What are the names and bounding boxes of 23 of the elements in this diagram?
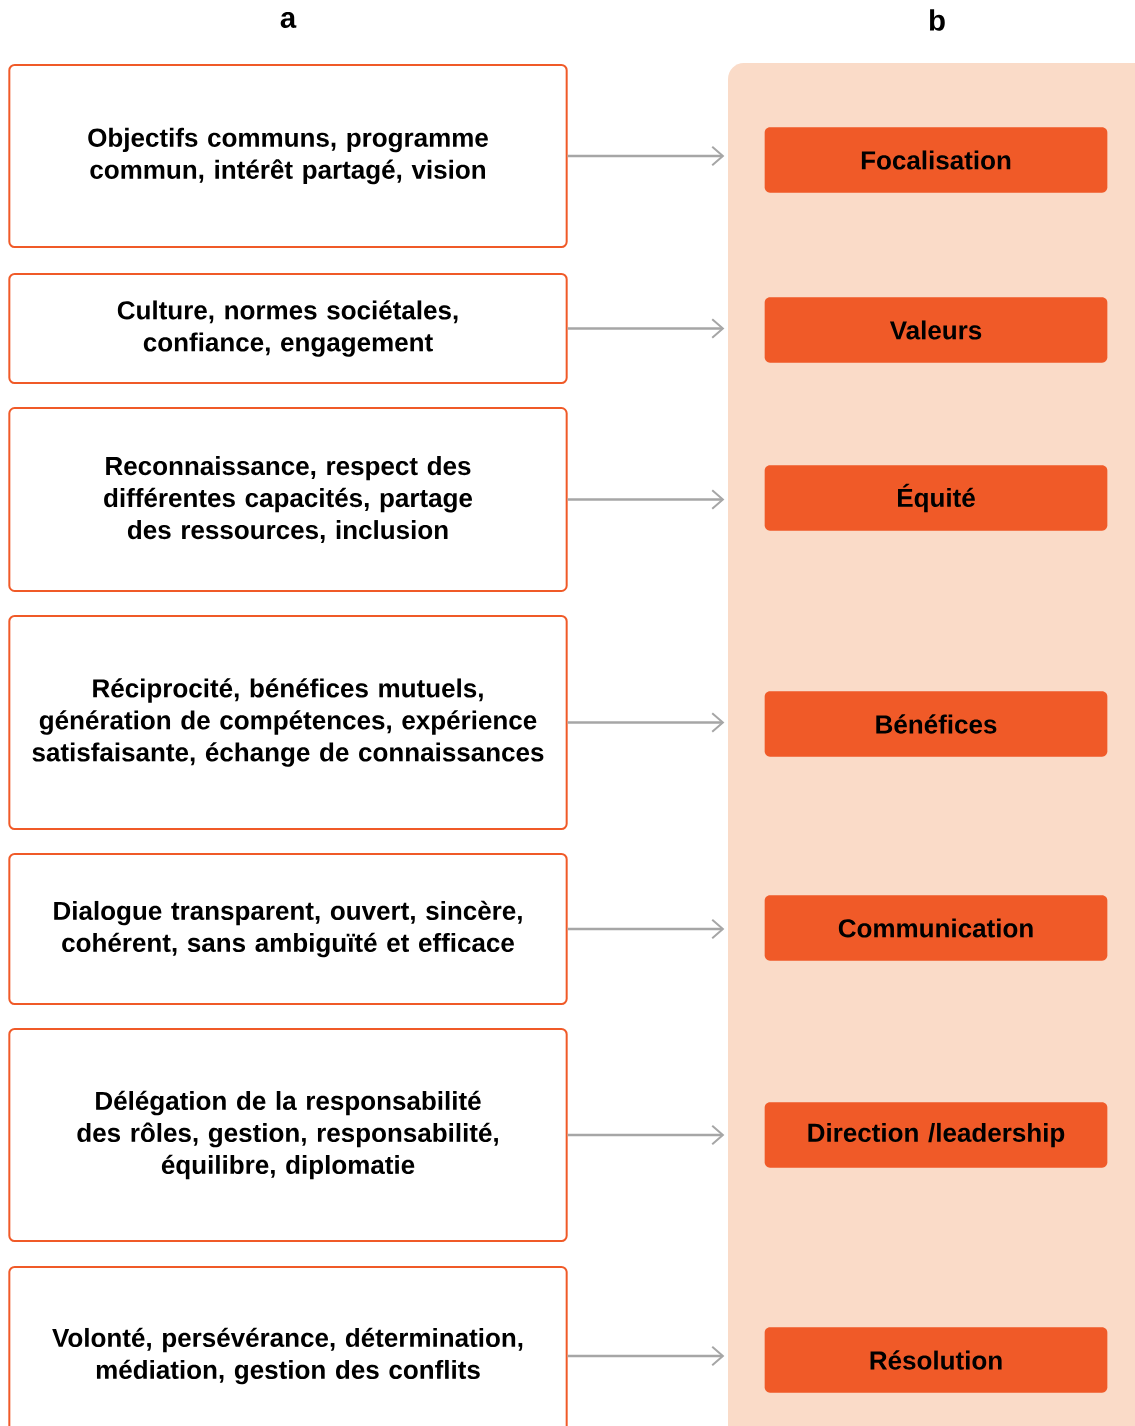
arrow bbox=[567, 712, 725, 733]
label-box: Résolution bbox=[764, 1327, 1108, 1393]
text-box: Volonté, persévérance, détermination, médiation, gestion des conflits bbox=[8, 1266, 568, 1426]
label-box: Direction /leadership bbox=[764, 1102, 1108, 1168]
label-box: Valeurs bbox=[764, 297, 1108, 363]
text-box: Objectifs communs, programme commun, intérêt partagé, vision bbox=[8, 64, 568, 248]
column-label: b bbox=[930, 9, 945, 31]
arrow bbox=[567, 318, 725, 339]
label-box: Focalisation bbox=[764, 127, 1108, 193]
text-box: Dialogue transparent, ouvert, sincère, cohérent, sans ambiguïté et efficace bbox=[8, 853, 568, 1005]
text-box: Délégation de la responsabilité des rôles, gestion, responsabilité, équilibre, diplomatie bbox=[8, 1028, 568, 1242]
text-box: Réciprocité, bénéfices mutuels, génération de compétences, expérience satisfaisante, échange de connaissances bbox=[8, 614, 568, 831]
arrow bbox=[567, 918, 725, 940]
text-box: Reconnaissance, respect des différentes capacités, partage des ressources, inclusion bbox=[8, 407, 568, 592]
label-box: Bénéfices bbox=[764, 691, 1108, 757]
arrow bbox=[567, 1345, 725, 1367]
arrow bbox=[567, 145, 725, 167]
label-box: Équité bbox=[764, 465, 1108, 531]
column-label: a bbox=[280, 11, 297, 29]
arrow bbox=[567, 1124, 725, 1146]
arrow bbox=[567, 489, 725, 510]
label-box: Communication bbox=[764, 895, 1108, 961]
text-box: Culture, normes sociétales, confiance, engagement bbox=[8, 272, 568, 385]
